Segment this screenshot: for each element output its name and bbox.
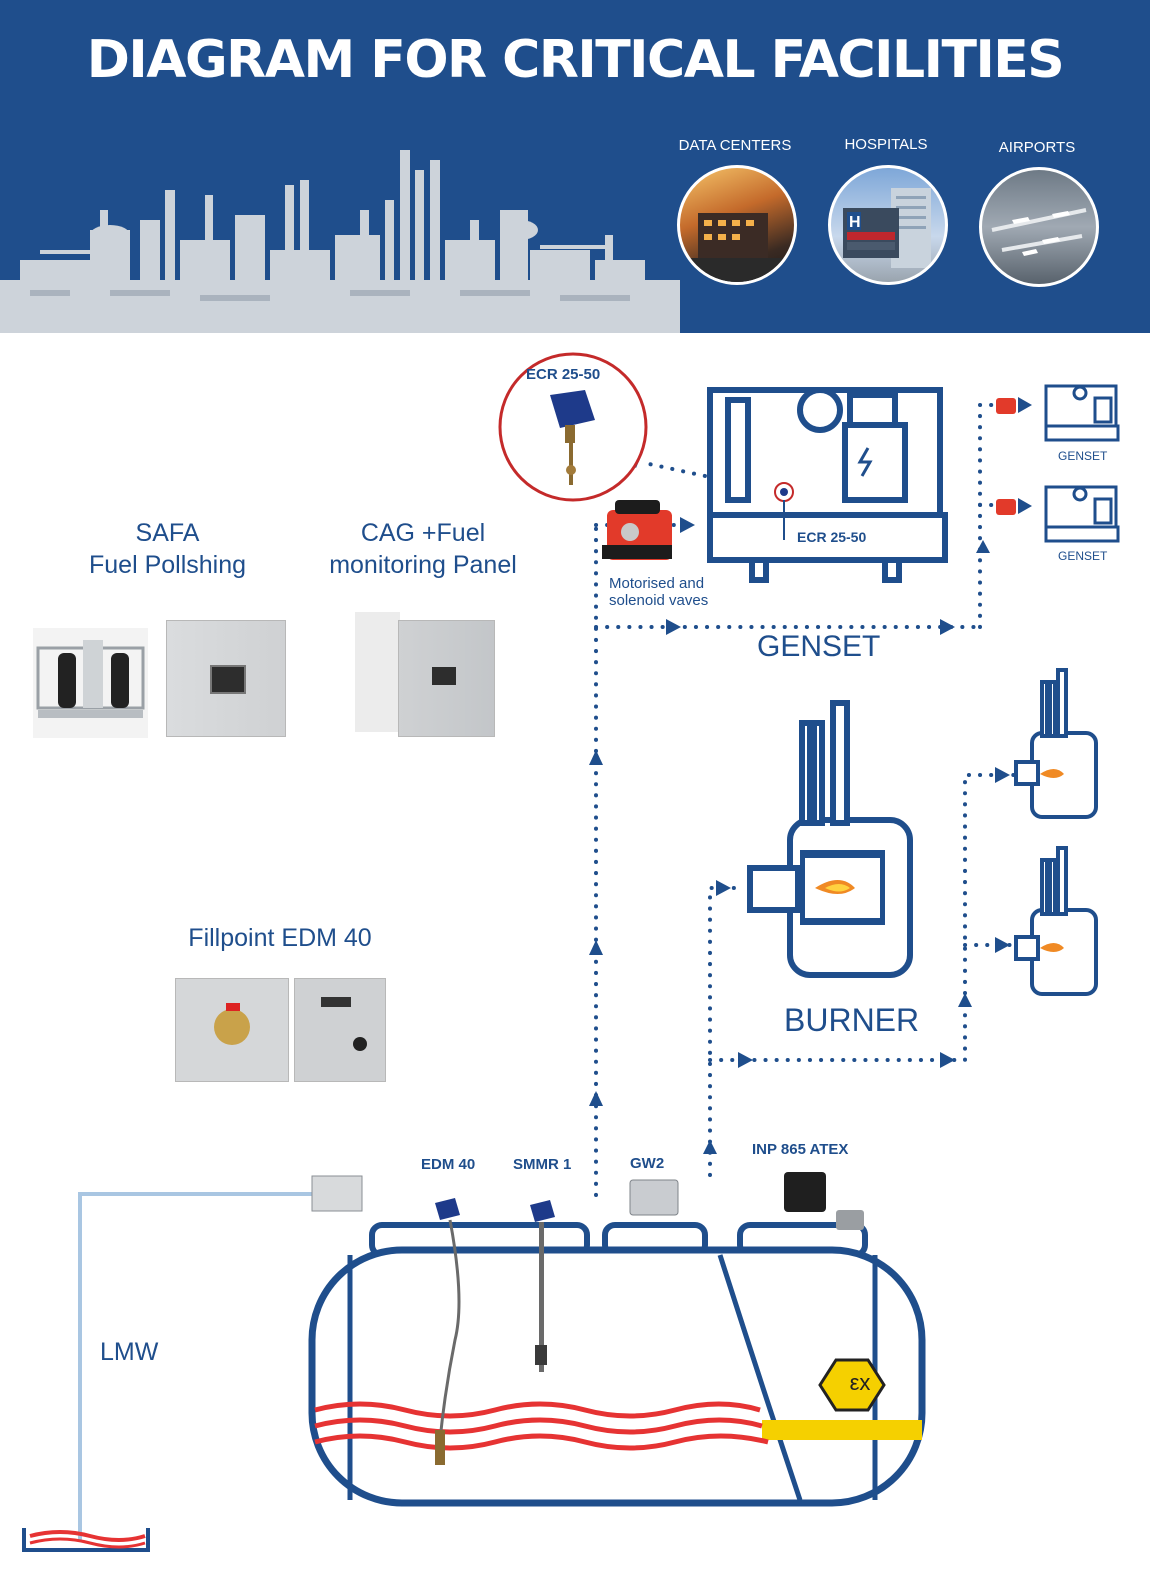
inp-label: INP 865 ATEX [752, 1141, 849, 1158]
inp-device-icon [784, 1172, 826, 1212]
fillpoint-caption: Fillpoint EDM 40 [188, 924, 372, 952]
safa-line2: Fuel Pollshing [88, 551, 247, 579]
valve-label-line1: Motorised and [609, 575, 705, 592]
fuel-tank [308, 1222, 926, 1507]
genset-small-1-icon [1044, 384, 1120, 442]
fillpoint-panel-photo [294, 978, 386, 1082]
genset-main-icon [707, 387, 948, 583]
cag-caption: CAG +Fuel monitoring Panel [318, 517, 528, 581]
industrial-skyline-icon [0, 150, 680, 333]
cag-screen-icon [432, 667, 456, 685]
safa-screen-icon [210, 665, 246, 694]
atex-ex-icon [818, 1358, 886, 1412]
genset-small-2-icon [1044, 485, 1120, 543]
ecr-callout-label: ECR 25-50 [526, 366, 601, 383]
lmw-sump [22, 1528, 150, 1552]
cag-filter-photo [355, 612, 400, 732]
gw2-label: GW2 [630, 1155, 665, 1172]
safa-line1: SAFA [135, 519, 200, 547]
fillpoint-handle-icon [226, 1003, 240, 1011]
small-valve-icons [996, 398, 1016, 515]
edm40-label: EDM 40 [421, 1156, 476, 1173]
safa-skid-photo [33, 628, 148, 738]
fillpoint-cabinet-photo [175, 978, 289, 1082]
gw2-gateway-icon [629, 1179, 679, 1216]
valve-label-line2: solenoid vaves [609, 592, 709, 609]
category-label-airports: AIRPORTS [998, 139, 1076, 156]
genset-section-label: GENSET [757, 630, 881, 663]
safa-caption: SAFA Fuel Pollshing [80, 517, 255, 581]
svg-text:H: H [849, 214, 861, 231]
atex-ex-text: εx [849, 1370, 871, 1395]
burner-small-1-icon [1014, 668, 1098, 819]
genset-small-2-label: GENSET [1058, 549, 1108, 563]
cag-panel-photo [398, 620, 495, 737]
burner-small-2-icon [1014, 846, 1098, 996]
fillpoint-display-icon [321, 997, 351, 1007]
inp-sensor-icon [836, 1210, 864, 1230]
lmw-pipe [78, 1192, 312, 1540]
category-label-data-centers: DATA CENTERS [678, 137, 792, 154]
lmw-sensor-box [311, 1175, 363, 1212]
airport-photo [979, 167, 1099, 287]
lmw-label: LMW [100, 1338, 159, 1366]
cag-line2: monitoring Panel [329, 551, 517, 579]
ecr-genset-label: ECR 25-50 [797, 529, 867, 545]
safa-panel-photo [166, 620, 286, 737]
smmr1-probe-icon [530, 1200, 555, 1372]
genset-small-1-label: GENSET [1058, 449, 1108, 463]
header-banner: DIAGRAM FOR CRITICAL FACILITIES [0, 0, 1150, 333]
burner-main-icon [747, 700, 913, 978]
ecr-sensor-icon [550, 390, 595, 485]
page-title: DIAGRAM FOR CRITICAL FACILITIES [86, 30, 1065, 90]
fillpoint-switch-icon [353, 1037, 367, 1051]
fillpoint-valve-icon [214, 1009, 250, 1045]
flow-arrows [589, 397, 1032, 1154]
hospital-photo: H [828, 165, 948, 285]
cag-line1: CAG +Fuel [360, 519, 486, 547]
category-label-hospitals: HOSPITALS [844, 136, 928, 153]
valve-label: Motorised and solenoid vaves [609, 575, 708, 609]
smmr1-label: SMMR 1 [513, 1156, 572, 1173]
edm40-probe-icon [435, 1198, 461, 1465]
burner-section-label: BURNER [784, 1002, 920, 1038]
motorised-valve-icon [602, 500, 672, 560]
